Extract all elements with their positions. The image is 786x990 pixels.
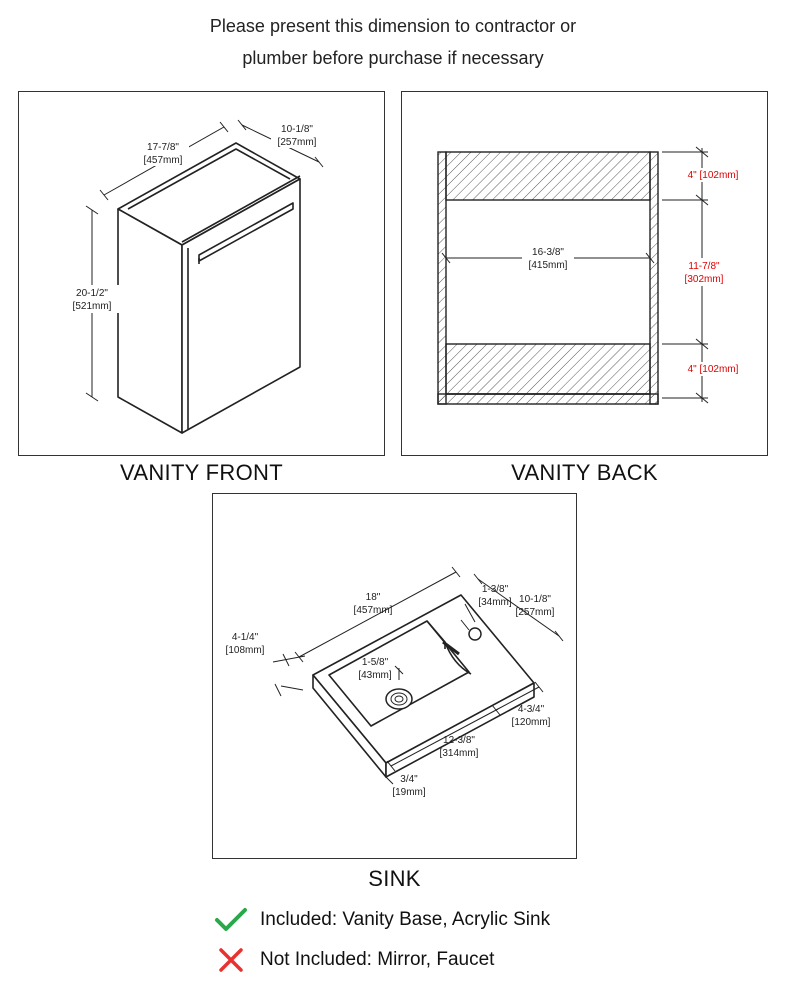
sink-faucet-mm-label: [34mm] — [478, 597, 512, 608]
front-height-label: 20-1/2" — [76, 288, 108, 299]
header-line-1: Please present this dimension to contrac… — [209, 16, 577, 36]
sink-bowl-length-label: 12-3/8" — [443, 735, 475, 746]
back-width-label: 16-3/8" — [532, 247, 564, 258]
back-opening-mm-label: [302mm] — [685, 274, 724, 285]
back-width-mm-label: [415mm] — [529, 260, 568, 271]
vanity-back-title: VANITY BACK — [511, 460, 658, 485]
header-line-2: plumber before purchase if necessary — [242, 48, 544, 68]
legend-included: Included: Vanity Base, Acrylic Sink — [214, 905, 550, 935]
sink-bowl-length-mm-label: [314mm] — [440, 748, 479, 759]
front-width-label: 17-7/8" — [147, 142, 179, 153]
back-opening-label: 11-7/8" — [688, 261, 720, 272]
sink-length-mm-label: [457mm] — [354, 605, 393, 616]
sink-front-label: 4-3/4" — [518, 704, 545, 715]
vanity-front-drawing: 17-7/8" [457mm] 10-1/8" [257mm] 20-1/2" … — [65, 119, 324, 434]
sink-depth-mm-label: [257mm] — [516, 607, 555, 618]
sink-front-mm-label: [120mm] — [512, 717, 551, 728]
back-top-dim-label: 4" [102mm] — [688, 170, 739, 181]
sink-bowl-depth-mm-label: [43mm] — [358, 670, 392, 681]
front-height-mm-label: [521mm] — [73, 301, 112, 312]
sink-panel: 18" [457mm] 1-3/8" [34mm] 10-1/8" [257mm… — [212, 493, 577, 859]
front-depth-label: 10-1/8" — [281, 124, 313, 135]
front-depth-mm-label: [257mm] — [278, 137, 317, 148]
sink-depth-label: 10-1/8" — [519, 594, 551, 605]
legend-included-text: Included: Vanity Base, Acrylic Sink — [260, 909, 551, 930]
sink-faucet-label: 1-3/8" — [482, 584, 509, 595]
back-bottom-dim-label: 4" [102mm] — [688, 364, 739, 375]
sink-drawing: 18" [457mm] 1-3/8" [34mm] 10-1/8" [257mm… — [226, 566, 564, 798]
legend-not-included: Not Included: Mirror, Faucet — [214, 945, 494, 975]
check-icon — [215, 908, 247, 931]
sink-rim-mm-label: [19mm] — [392, 787, 426, 798]
sink-height-label: 4-1/4" — [232, 632, 259, 643]
legend-not-included-text: Not Included: Mirror, Faucet — [260, 949, 495, 970]
sink-height-mm-label: [108mm] — [226, 645, 265, 656]
drain-icon — [385, 688, 413, 710]
sink-title: SINK — [368, 866, 421, 891]
vanity-back-panel: 16-3/8" [415mm] 4" [102mm] 11-7/8" [302m… — [401, 91, 768, 456]
faucet-hole-icon — [468, 627, 482, 641]
vanity-back-drawing: 16-3/8" [415mm] 4" [102mm] 11-7/8" [302m… — [437, 146, 746, 405]
cross-icon — [219, 948, 243, 972]
front-width-mm-label: [457mm] — [144, 155, 183, 166]
sink-rim-label: 3/4" — [400, 774, 418, 785]
vanity-front-title: VANITY FRONT — [120, 460, 283, 485]
sink-bowl-depth-label: 1-5/8" — [362, 657, 389, 668]
vanity-front-panel: 17-7/8" [457mm] 10-1/8" [257mm] 20-1/2" … — [18, 91, 385, 456]
sink-length-label: 18" — [366, 592, 381, 603]
